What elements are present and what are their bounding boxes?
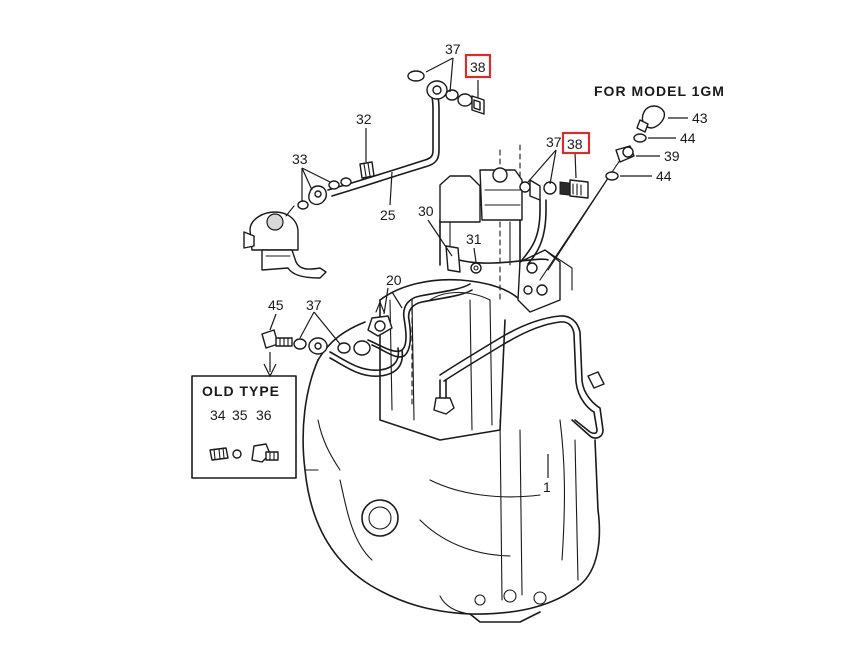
callout-37-mid: 37 xyxy=(546,134,562,150)
callout-38-mid: 38 xyxy=(567,136,583,152)
callout-33: 33 xyxy=(292,151,308,167)
callout-43: 43 xyxy=(692,110,708,126)
leader-lines xyxy=(263,57,688,478)
small-parts xyxy=(243,70,666,415)
callout-32: 32 xyxy=(356,111,372,127)
callout-44-b: 44 xyxy=(656,168,672,184)
callout-30: 30 xyxy=(418,203,434,219)
highlight-box-38-mid xyxy=(561,131,591,155)
callout-36: 36 xyxy=(256,407,272,423)
callout-45: 45 xyxy=(268,297,284,313)
callout-1: 1 xyxy=(543,479,551,495)
section-label: FOR MODEL 1GM xyxy=(594,83,725,99)
callout-38-top: 38 xyxy=(470,59,486,75)
engine-block xyxy=(302,144,601,623)
callout-35: 35 xyxy=(232,407,248,423)
old-type-inset xyxy=(191,375,297,479)
callout-25: 25 xyxy=(380,207,396,223)
inset-label: OLD TYPE xyxy=(202,383,280,399)
highlight-box-38-top xyxy=(464,53,492,79)
callout-39: 39 xyxy=(664,148,680,164)
callout-20: 20 xyxy=(386,272,402,288)
callout-37-top: 37 xyxy=(445,41,461,57)
callout-34: 34 xyxy=(210,407,226,423)
callout-37-left: 37 xyxy=(306,297,322,313)
fuel-pipes xyxy=(327,91,621,439)
callout-44-a: 44 xyxy=(680,130,696,146)
callout-31: 31 xyxy=(466,231,482,247)
